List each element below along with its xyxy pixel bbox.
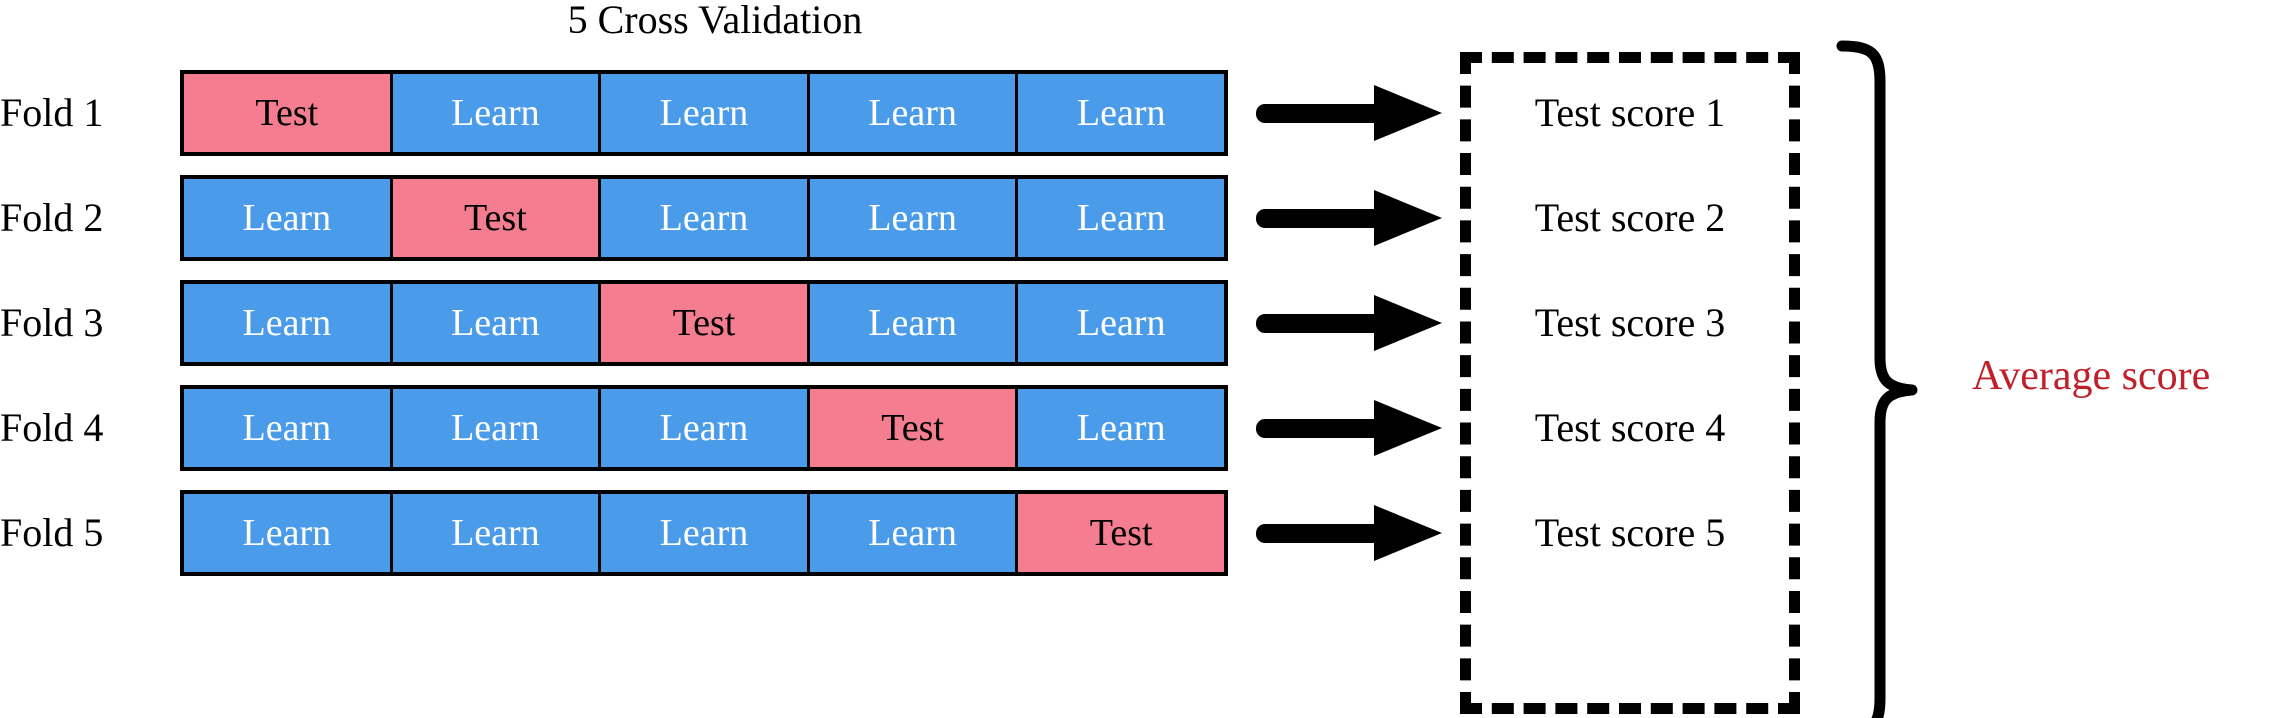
fold-cell: Learn [809, 179, 1019, 257]
fold-cell: Test [1018, 494, 1224, 572]
fold-row-2: Learn Test Learn Learn Learn [180, 175, 1228, 261]
fold-label-2: Fold 2 [0, 195, 104, 240]
fold-cell: Learn [1018, 74, 1224, 152]
arrow-shaft [1256, 314, 1388, 333]
test-score-5: Test score 5 [1534, 510, 1726, 555]
test-score-2: Test score 2 [1534, 195, 1726, 240]
fold-label-3: Fold 3 [0, 300, 104, 345]
fold-cell: Learn [1018, 389, 1224, 467]
test-score-3: Test score 3 [1534, 300, 1726, 345]
fold-row-4: Learn Learn Learn Test Learn [180, 385, 1228, 471]
arrow-right-icon-3 [1256, 295, 1442, 351]
arrow-head [1374, 505, 1442, 561]
arrow-head [1374, 190, 1442, 246]
fold-cell: Learn [392, 494, 602, 572]
fold-cell: Test [184, 74, 393, 152]
fold-cell: Learn [601, 179, 810, 257]
arrow-right-icon-2 [1256, 190, 1442, 246]
fold-cell: Learn [184, 389, 393, 467]
arrow-head [1374, 295, 1442, 351]
fold-row-1: Test Learn Learn Learn Learn [180, 70, 1228, 156]
arrow-right-icon-4 [1256, 400, 1442, 456]
fold-cell: Test [809, 389, 1019, 467]
fold-cell: Learn [601, 389, 810, 467]
fold-cell: Learn [601, 494, 810, 572]
average-score-label: Average score [1972, 353, 2211, 399]
page-title: 5 Cross Validation [567, 0, 863, 42]
fold-row-3: Learn Learn Test Learn Learn [180, 280, 1228, 366]
arrow-shaft [1256, 209, 1388, 228]
fold-cell: Test [601, 284, 810, 362]
fold-label-4: Fold 4 [0, 405, 104, 450]
fold-cell: Test [392, 179, 602, 257]
fold-cell: Learn [809, 494, 1019, 572]
curly-brace-icon [1836, 40, 1918, 718]
arrow-right-icon-1 [1256, 85, 1442, 141]
fold-cell: Learn [392, 74, 602, 152]
fold-cell: Learn [1018, 284, 1224, 362]
fold-cell: Learn [809, 74, 1019, 152]
arrow-shaft [1256, 524, 1388, 543]
test-score-4: Test score 4 [1534, 405, 1726, 450]
test-scores-group [1460, 52, 1800, 714]
fold-cell: Learn [601, 74, 810, 152]
fold-label-5: Fold 5 [0, 510, 104, 555]
test-score-1: Test score 1 [1534, 90, 1726, 135]
arrow-right-icon-5 [1256, 505, 1442, 561]
arrow-head [1374, 85, 1442, 141]
fold-cell: Learn [809, 284, 1019, 362]
fold-label-1: Fold 1 [0, 90, 104, 135]
fold-cell: Learn [184, 494, 393, 572]
fold-cell: Learn [392, 389, 602, 467]
arrow-shaft [1256, 419, 1388, 438]
arrow-head [1374, 400, 1442, 456]
fold-row-5: Learn Learn Learn Learn Test [180, 490, 1228, 576]
fold-cell: Learn [392, 284, 602, 362]
fold-cell: Learn [1018, 179, 1224, 257]
fold-cell: Learn [184, 179, 393, 257]
fold-cell: Learn [184, 284, 393, 362]
arrow-shaft [1256, 104, 1388, 123]
